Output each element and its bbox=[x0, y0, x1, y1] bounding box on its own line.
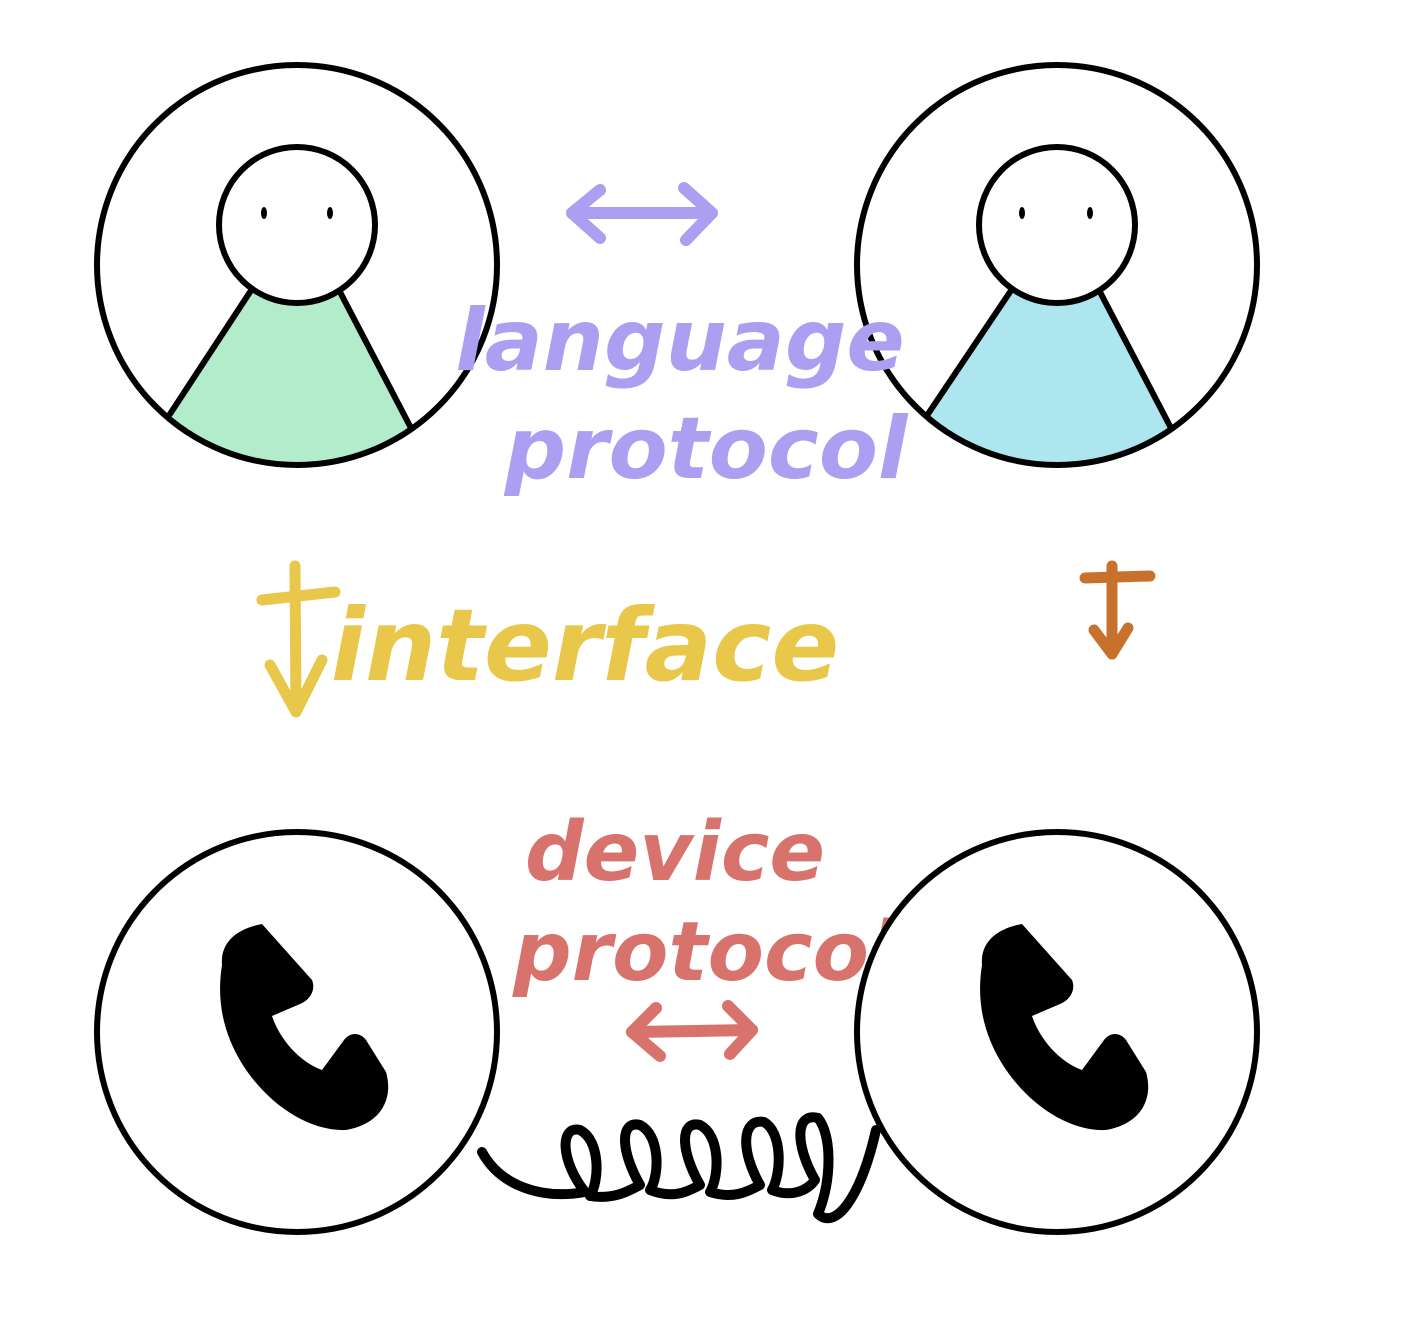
person-left bbox=[94, 62, 500, 468]
phone-right-frame bbox=[854, 829, 1260, 1235]
person-left-eye-right bbox=[327, 207, 333, 219]
phone-left-frame bbox=[94, 829, 500, 1235]
phone-left-handset-icon bbox=[220, 924, 389, 1131]
person-right-eye-left bbox=[1019, 207, 1025, 219]
person-right-eye-right bbox=[1087, 207, 1093, 219]
person-right-body bbox=[928, 290, 1172, 465]
person-right-head bbox=[976, 144, 1138, 306]
person-right bbox=[854, 62, 1260, 468]
language-protocol-label-line1: language bbox=[455, 291, 904, 391]
phone-left bbox=[94, 829, 500, 1235]
device-protocol-label-line1: device bbox=[525, 805, 825, 900]
phone-right-handset-icon bbox=[980, 924, 1149, 1131]
device-protocol-label-line2: protocol bbox=[512, 905, 899, 1000]
phone-right bbox=[854, 829, 1260, 1235]
coiled-cord bbox=[477, 1112, 881, 1224]
interface-arrow-left bbox=[256, 560, 341, 718]
person-left-eye-left bbox=[261, 207, 267, 219]
language-protocol-arrow bbox=[566, 182, 718, 246]
language-protocol-label-line2: protocol bbox=[504, 399, 909, 499]
interface-arrow-right bbox=[1079, 560, 1156, 660]
person-right-frame bbox=[854, 62, 1260, 468]
person-left-frame bbox=[94, 62, 500, 468]
person-left-head bbox=[216, 144, 378, 306]
interface-label: interface bbox=[331, 587, 840, 704]
device-protocol-arrow bbox=[626, 1000, 758, 1062]
